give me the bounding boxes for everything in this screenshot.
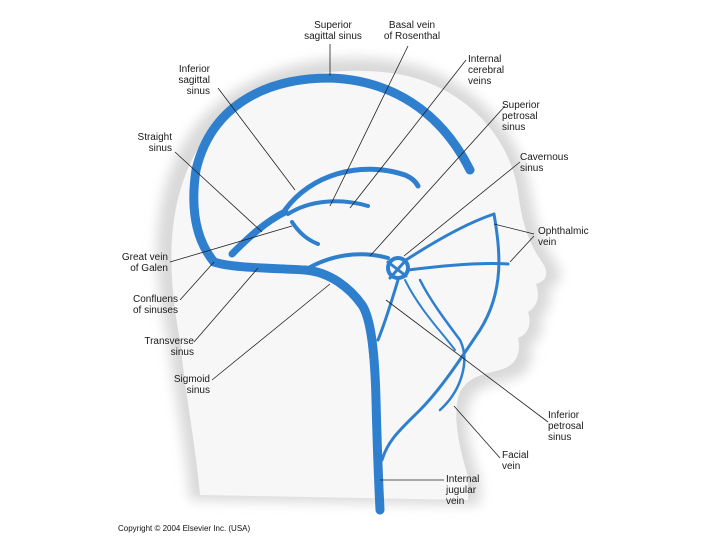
label-internal-jugular-vein: Internal jugular vein — [446, 474, 480, 507]
facial-vein-branch — [418, 278, 466, 412]
straight-sinus-vessel — [228, 208, 289, 258]
superior-sagittal-sinus-vessel — [189, 73, 475, 267]
label-facial-vein: Facial vein — [502, 450, 529, 472]
label-great-vein-of-galen: Great vein of Galen — [121, 252, 168, 274]
inferior-sagittal-sinus-vessel — [282, 166, 421, 213]
label-basal-vein-of-rosenthal: Basal vein of Rosenthal — [383, 20, 441, 42]
facial-deep-branch — [404, 279, 456, 351]
label-cavernous-sinus: Cavernous sinus — [520, 152, 569, 174]
label-ophthalmic-vein: Ophthalmic vein — [538, 226, 589, 248]
leader-lines — [169, 44, 549, 481]
internal-cerebral-veins-vessel — [286, 199, 370, 216]
label-inferior-sagittal-sinus: Inferior sagittal sinus — [178, 64, 210, 97]
label-internal-cerebral-veins: Internal cerebral veins — [468, 54, 505, 87]
facial-vein-vessel — [380, 212, 501, 462]
label-superior-sagittal-sinus: Superior sagittal sinus — [304, 20, 362, 42]
copyright-text: Copyright © 2004 Elsevier Inc. (USA) — [118, 524, 251, 533]
label-sigmoid-sinus: Sigmoid sinus — [173, 374, 210, 396]
cavernous-sinus-node — [386, 256, 410, 280]
vein-network — [189, 73, 510, 515]
cavernous-plexus — [386, 258, 408, 280]
label-transverse-sinus: Transverse sinus — [144, 336, 194, 358]
label-superior-petrosal-sinus: Superior petrosal sinus — [502, 100, 540, 133]
head-silhouette — [171, 70, 547, 500]
transverse-sinus-vessel — [209, 257, 385, 515]
inferior-petrosal-sinus-vessel — [376, 278, 400, 342]
ophthalmic-vein-upper — [404, 212, 496, 262]
label-confluens-of-sinuses: Confluens of sinuses — [132, 294, 178, 316]
superior-petrosal-sinus-vessel — [303, 252, 390, 272]
label-inferior-petrosal-sinus: Inferior petrosal sinus — [548, 410, 584, 443]
label-straight-sinus: Straight sinus — [137, 132, 172, 154]
basal-vein-vessel — [290, 220, 320, 246]
